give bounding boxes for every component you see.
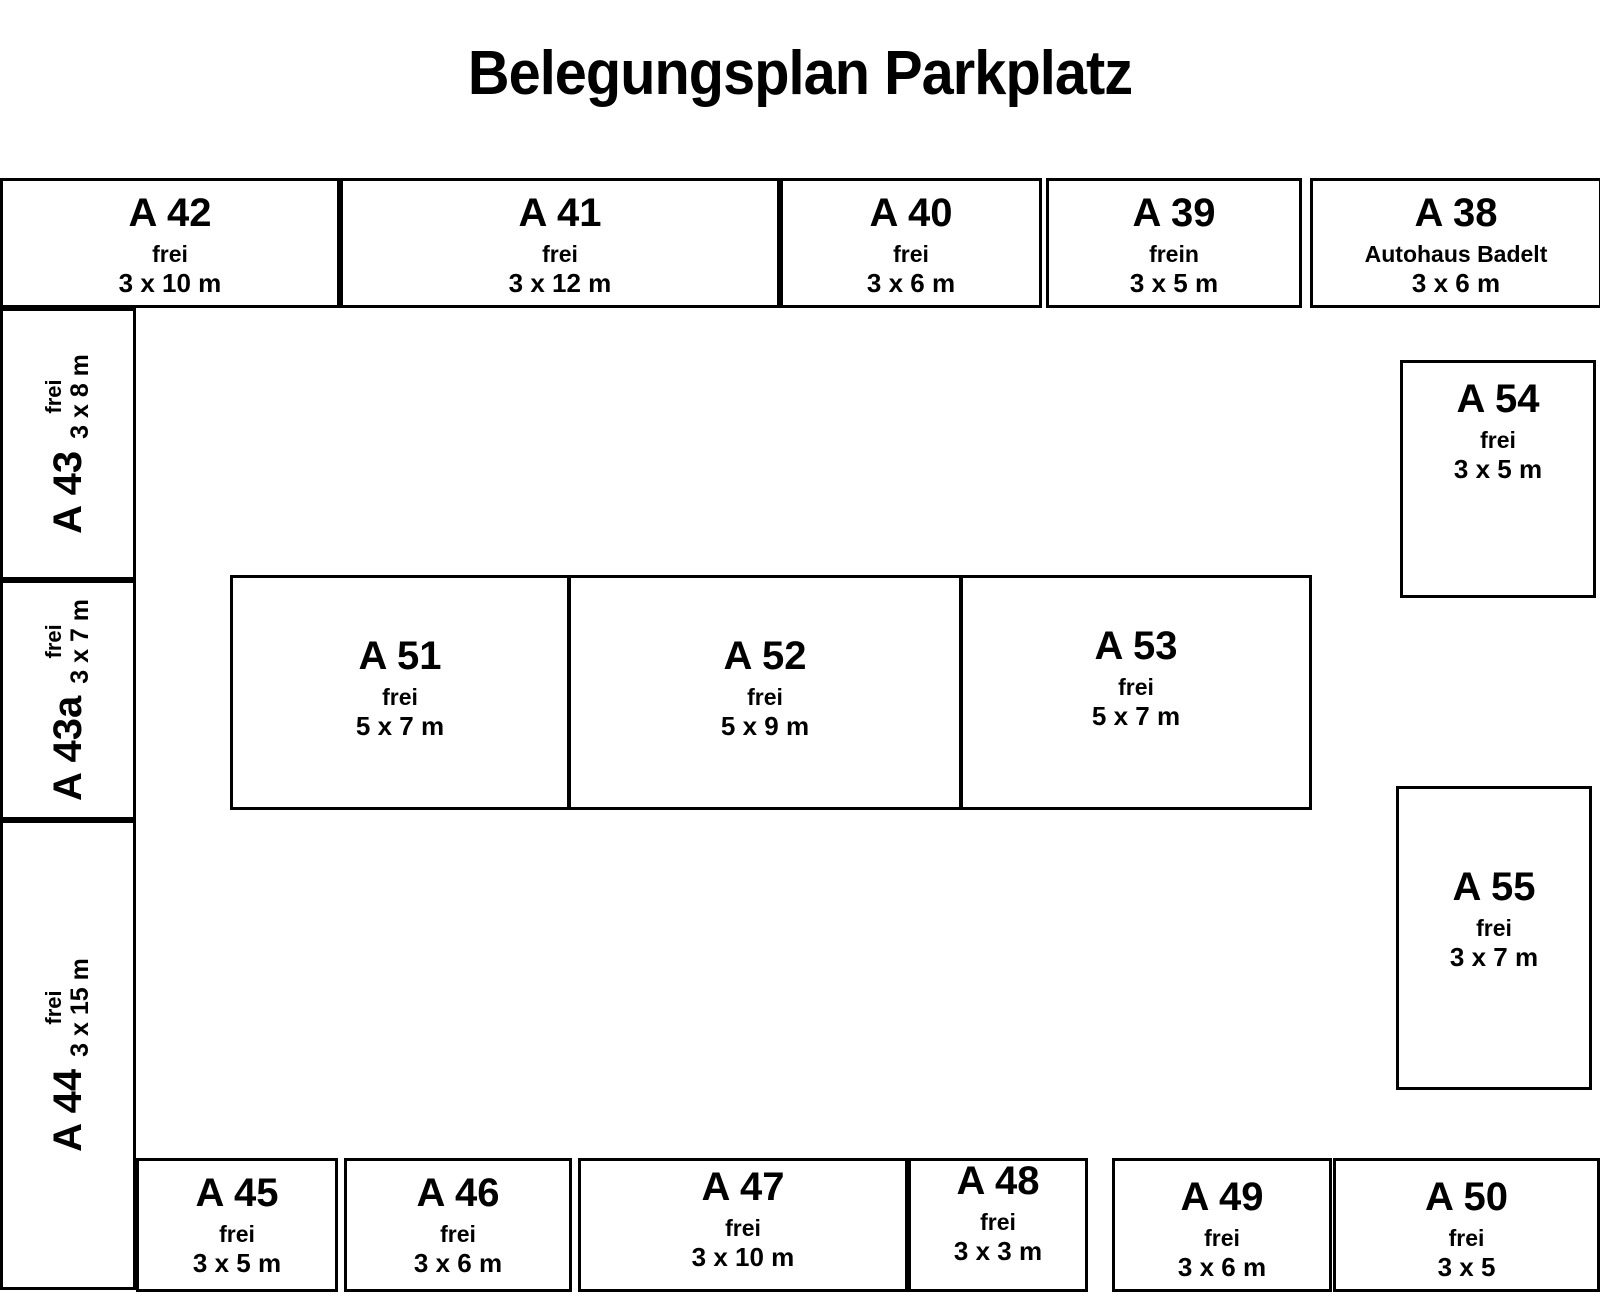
spot-status: frei [41,624,67,659]
parking-spot-a40[interactable]: A 40 frei 3 x 6 m [780,178,1042,308]
spot-size: 3 x 7 m [66,598,95,684]
spot-label: A 50 [1424,1175,1508,1219]
spot-status: frei [980,1209,1016,1235]
spot-label: A 46 [416,1171,500,1215]
spot-size: 3 x 15 m [66,958,95,1057]
spot-size: 3 x 8 m [66,354,95,439]
spot-label: A 53 [1094,624,1178,668]
spot-label: A 51 [358,634,442,678]
parking-spot-a38[interactable]: A 38 Autohaus Badelt 3 x 6 m [1310,178,1600,308]
spot-status: frei [542,241,578,267]
spot-size: 3 x 5 m [1129,268,1219,298]
spot-label: A 42 [128,191,212,235]
spot-label: A 47 [701,1165,785,1209]
spot-status: frei [382,684,418,710]
spot-label: A 43a [46,695,91,802]
spot-status: frei [725,1215,761,1241]
spot-label: A 49 [1180,1175,1264,1219]
parking-spot-a51[interactable]: A 51 frei 5 x 7 m [230,575,570,810]
spot-status: frei [1476,915,1512,941]
parking-spot-a39[interactable]: A 39 frein 3 x 5 m [1046,178,1302,308]
parking-spot-a47[interactable]: A 47 frei 3 x 10 m [578,1158,908,1292]
spot-size: 5 x 9 m [720,711,810,741]
spot-status: frei [1118,674,1154,700]
parking-spot-a46[interactable]: A 46 frei 3 x 6 m [344,1158,572,1292]
spot-size: 5 x 7 m [355,711,445,741]
spot-label: A 54 [1456,377,1540,421]
spot-size: 3 x 5 [1437,1252,1496,1282]
spot-size: 3 x 5 m [1453,454,1543,484]
parking-spot-a43a[interactable]: A 43a frei 3 x 7 m [0,580,136,820]
spot-label: A 48 [956,1159,1040,1203]
spot-label: A 39 [1132,191,1216,235]
spot-size: 3 x 6 m [1177,1252,1267,1282]
spot-size: 3 x 6 m [866,268,956,298]
spot-label: A 55 [1452,865,1536,909]
spot-label: A 40 [869,191,953,235]
spot-size: 3 x 12 m [508,268,612,298]
parking-spot-a41[interactable]: A 41 frei 3 x 12 m [340,178,780,308]
spot-status: Autohaus Badelt [1364,241,1548,267]
parking-spot-a48[interactable]: A 48 frei 3 x 3 m [908,1158,1088,1292]
spot-size: 3 x 10 m [118,268,222,298]
spot-label: A 44 [46,1068,91,1152]
parking-spot-a52[interactable]: A 52 frei 5 x 9 m [568,575,962,810]
spot-size: 3 x 6 m [1411,268,1501,298]
parking-spot-a53[interactable]: A 53 frei 5 x 7 m [960,575,1312,810]
spot-status: frei [1480,427,1516,453]
spot-size: 3 x 3 m [953,1236,1043,1266]
spot-status: frein [1149,241,1199,267]
spot-label: A 38 [1414,191,1498,235]
spot-size: 3 x 6 m [413,1248,503,1278]
spot-label: A 41 [518,191,602,235]
spot-status: frei [219,1221,255,1247]
spot-size: 3 x 7 m [1449,942,1539,972]
parking-spot-a55[interactable]: A 55 frei 3 x 7 m [1396,786,1592,1090]
page-title: Belegungsplan Parkplatz [467,39,1133,108]
spot-status: frei [747,684,783,710]
spot-size: 3 x 5 m [192,1248,282,1278]
spot-status: frei [440,1221,476,1247]
spot-status: frei [893,241,929,267]
spot-label: A 43 [46,450,91,534]
parking-spot-a42[interactable]: A 42 frei 3 x 10 m [0,178,340,308]
parking-spot-a50[interactable]: A 50 frei 3 x 5 [1333,1158,1600,1292]
spot-label: A 52 [723,634,807,678]
spot-size: 3 x 10 m [691,1242,795,1272]
parking-spot-a43[interactable]: A 43 frei 3 x 8 m [0,308,136,580]
spot-status: frei [1448,1225,1485,1251]
spot-size: 5 x 7 m [1091,701,1181,731]
parking-spot-a49[interactable]: A 49 frei 3 x 6 m [1112,1158,1332,1292]
spot-status: frei [41,990,67,1025]
spot-status: frei [152,241,188,267]
spot-status: frei [41,379,67,414]
parking-spot-a45[interactable]: A 45 frei 3 x 5 m [136,1158,338,1292]
parking-spot-a54[interactable]: A 54 frei 3 x 5 m [1400,360,1596,598]
spot-status: frei [1204,1225,1240,1251]
spot-label: A 45 [195,1171,279,1215]
parking-spot-a44[interactable]: A 44 frei 3 x 15 m [0,820,136,1290]
